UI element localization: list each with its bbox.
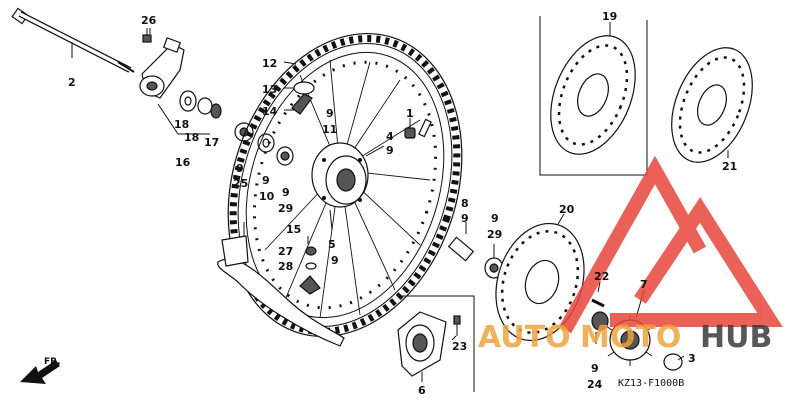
speedometer-gearbox xyxy=(139,28,185,99)
direction-label: FR. xyxy=(44,357,61,367)
brake-disc-installed xyxy=(495,222,585,342)
watermark-text-moto: MOTO xyxy=(580,320,681,355)
hub-bearings-left xyxy=(234,122,294,166)
callout-18a: 18 xyxy=(174,118,189,131)
callout-27: 27 xyxy=(278,245,293,258)
callout-8: 8 xyxy=(461,197,469,210)
callout-9-11: 9 xyxy=(326,107,334,120)
callout-7: 7 xyxy=(640,278,648,291)
callout-6: 6 xyxy=(418,384,426,397)
callout-3: 3 xyxy=(688,352,696,365)
rim-band xyxy=(217,222,345,347)
callout-21: 21 xyxy=(722,160,737,173)
hub-collar-right xyxy=(447,236,504,279)
callout-9-4: 9 xyxy=(386,144,394,157)
callout-17: 17 xyxy=(204,136,219,149)
spoke-nipple-parts xyxy=(299,246,321,295)
callout-9-8: 9 xyxy=(461,212,469,225)
watermark-text-auto: AUTO xyxy=(478,320,571,355)
callouts: 2 26 18 18 17 16 9 25 9 10 9 29 12 13 14… xyxy=(68,10,737,397)
watermark-logo xyxy=(558,155,783,334)
leader-lines xyxy=(71,22,729,382)
callout-11: 11 xyxy=(322,123,337,136)
callout-9-29b: 9 xyxy=(491,212,499,225)
speedo-gear-parts xyxy=(179,90,222,119)
callout-9-5: 9 xyxy=(331,254,339,267)
callout-19: 19 xyxy=(602,10,617,23)
front-direction-indicator: FR. xyxy=(20,357,61,384)
callout-22: 22 xyxy=(594,270,609,283)
callout-15: 15 xyxy=(286,223,301,236)
valve-cap xyxy=(404,118,432,139)
hub-cover-box xyxy=(398,295,475,392)
callout-1: 1 xyxy=(406,107,414,120)
callout-10: 10 xyxy=(259,190,275,203)
callout-13: 13 xyxy=(262,83,277,96)
callout-12: 12 xyxy=(262,57,277,70)
callout-18b: 18 xyxy=(184,131,199,144)
callout-23: 23 xyxy=(452,340,467,353)
drive-parts xyxy=(591,298,683,371)
callout-2: 2 xyxy=(68,76,76,89)
reference-code: KZ13-F1000B xyxy=(618,378,684,389)
wheel-assembly xyxy=(227,32,463,338)
hub-cover xyxy=(397,311,461,377)
callout-20: 20 xyxy=(559,203,575,216)
callout-29a: 29 xyxy=(278,202,293,215)
callout-4: 4 xyxy=(386,130,394,143)
callout-9-29a: 9 xyxy=(282,186,290,199)
callout-29b: 29 xyxy=(487,228,502,241)
callout-9-10: 9 xyxy=(262,174,270,187)
callout-24: 24 xyxy=(587,378,603,391)
axle-part xyxy=(11,7,135,73)
brake-disc-options-box xyxy=(539,16,753,176)
callout-9-24: 9 xyxy=(591,362,599,375)
callout-28: 28 xyxy=(278,260,293,273)
callout-14: 14 xyxy=(262,105,278,118)
callout-25: 25 xyxy=(233,177,248,190)
callout-9-25: 9 xyxy=(236,162,244,175)
callout-5: 5 xyxy=(328,238,336,251)
callout-26: 26 xyxy=(141,14,157,27)
callout-16: 16 xyxy=(175,156,191,169)
watermark-text-hub: HUB xyxy=(700,320,772,355)
